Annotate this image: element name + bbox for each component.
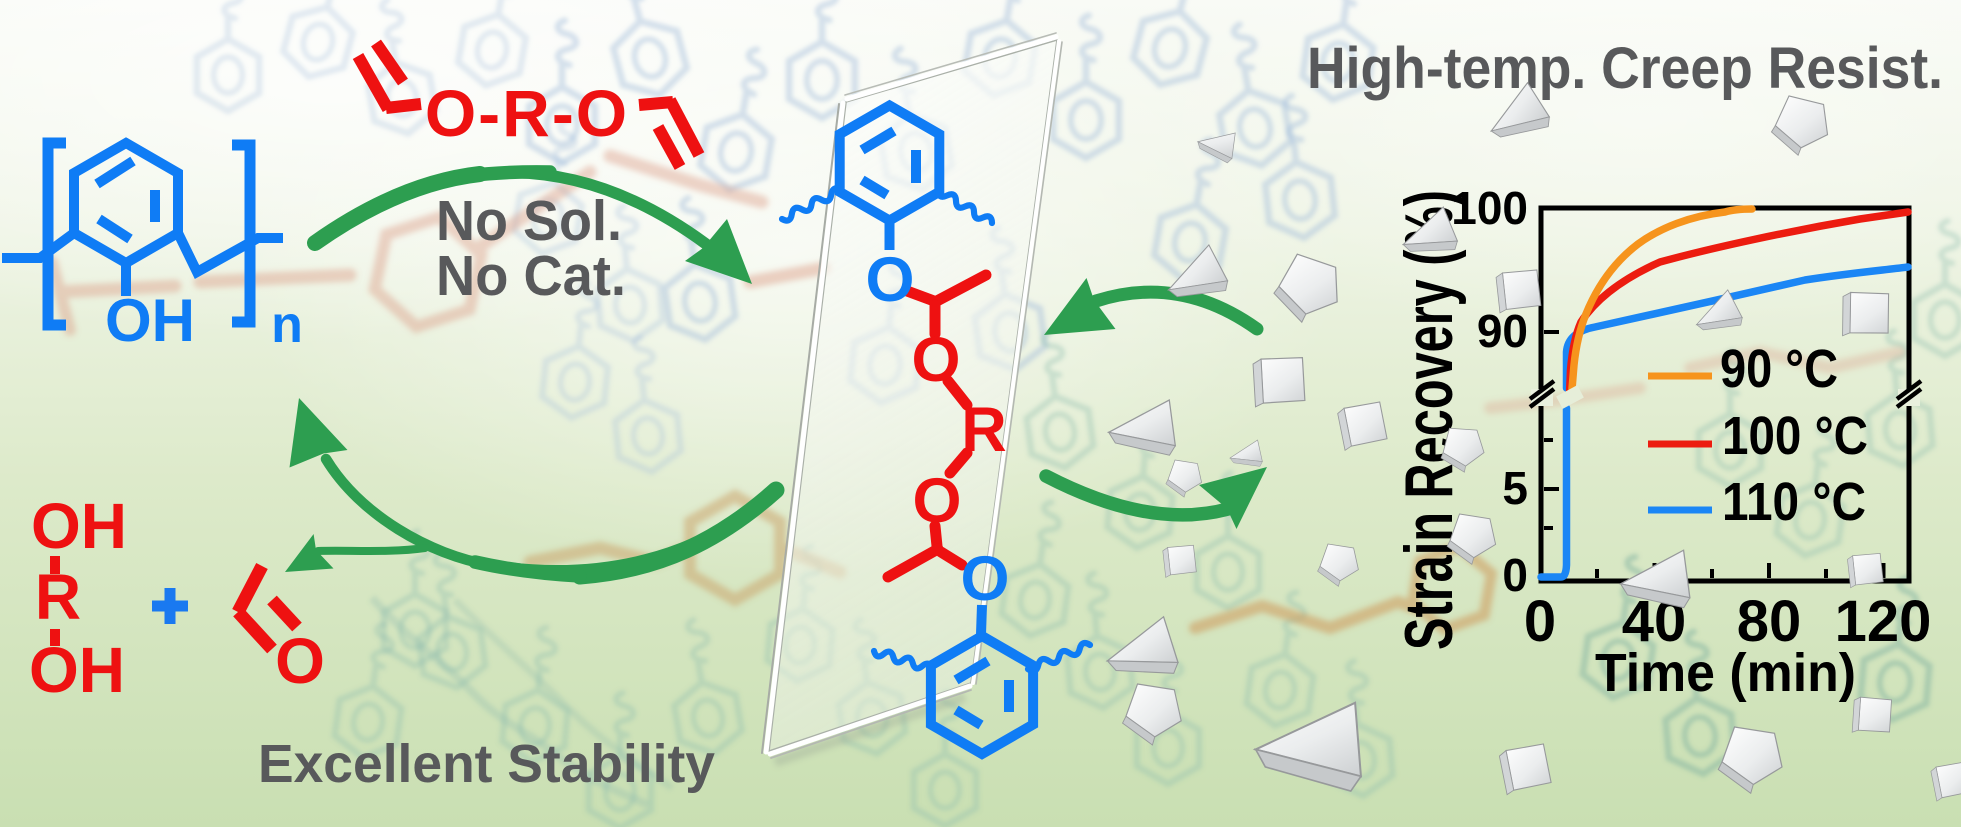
svg-text:OH: OH [29,634,125,706]
svg-text:Time (min): Time (min) [1595,643,1856,703]
svg-text:O: O [960,544,1009,614]
svg-text:90 °C: 90 °C [1720,339,1838,399]
svg-text:O: O [275,625,325,697]
svg-text:110 °C: 110 °C [1722,472,1866,532]
svg-text:O: O [912,466,961,536]
svg-text:O-R-O: O-R-O [425,76,629,150]
svg-text:Excellent Stability: Excellent Stability [258,734,715,794]
svg-text:n: n [271,296,303,354]
svg-text:R: R [961,395,1007,465]
svg-text:O: O [865,245,914,315]
svg-text:80: 80 [1737,589,1802,654]
svg-text:O: O [911,325,960,395]
svg-text:Strain Recovery (%): Strain Recovery (%) [1391,190,1467,650]
svg-text:120: 120 [1835,589,1932,654]
svg-text:5: 5 [1502,462,1528,514]
svg-text:No Cat.: No Cat. [436,244,626,308]
svg-text:100: 100 [1451,182,1528,234]
svg-text:OH: OH [31,490,127,562]
svg-text:90: 90 [1477,305,1528,357]
svg-text:OH: OH [105,287,195,354]
svg-text:0: 0 [1502,549,1528,601]
svg-text:High-temp. Creep Resist.: High-temp. Creep Resist. [1307,36,1943,101]
svg-text:100 °C: 100 °C [1722,406,1868,466]
svg-text:0: 0 [1524,589,1556,654]
svg-text:No Sol.: No Sol. [436,189,622,253]
